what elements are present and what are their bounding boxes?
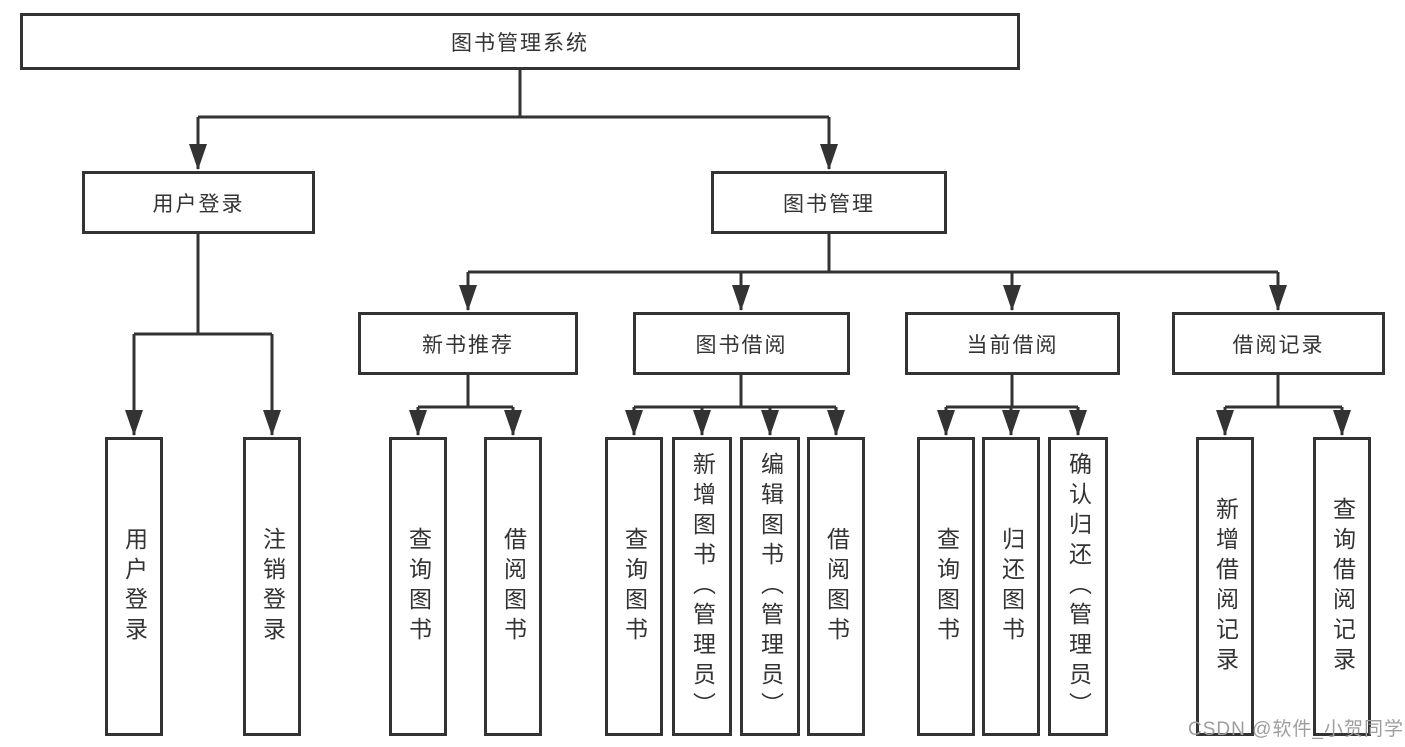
node-current-borrowing: 当前借阅 <box>905 312 1120 375</box>
leaf-borrow-books-recommend: 借阅图书 <box>484 437 542 736</box>
node-root: 图书管理系统 <box>20 13 1020 70</box>
leaf-borrow-books: 借阅图书 <box>807 437 865 736</box>
node-book-borrowing: 图书借阅 <box>633 312 850 375</box>
node-borrowing-records: 借阅记录 <box>1172 312 1385 375</box>
leaf-add-book-admin: 新增图书（管理员） <box>672 437 732 736</box>
csdn-watermark: CSDN @软件_小贺同学 <box>1188 719 1404 740</box>
leaf-logout: 注销登录 <box>243 437 301 736</box>
node-book-management: 图书管理 <box>711 171 947 234</box>
leaf-query-books-current: 查询图书 <box>917 437 975 736</box>
leaf-confirm-return-admin: 确认归还（管理员） <box>1048 437 1108 736</box>
leaf-query-borrow-record: 查询借阅记录 <box>1313 437 1371 736</box>
node-new-book-recommendation: 新书推荐 <box>358 312 578 375</box>
node-user-login: 用户登录 <box>82 171 315 234</box>
leaf-return-books: 归还图书 <box>982 437 1040 736</box>
leaf-user-login: 用户登录 <box>105 437 163 736</box>
leaf-query-books-recommend: 查询图书 <box>389 437 447 736</box>
leaf-add-borrow-record: 新增借阅记录 <box>1196 437 1254 736</box>
leaf-query-books-borrow: 查询图书 <box>605 437 663 736</box>
leaf-edit-book-admin: 编辑图书（管理员） <box>740 437 800 736</box>
